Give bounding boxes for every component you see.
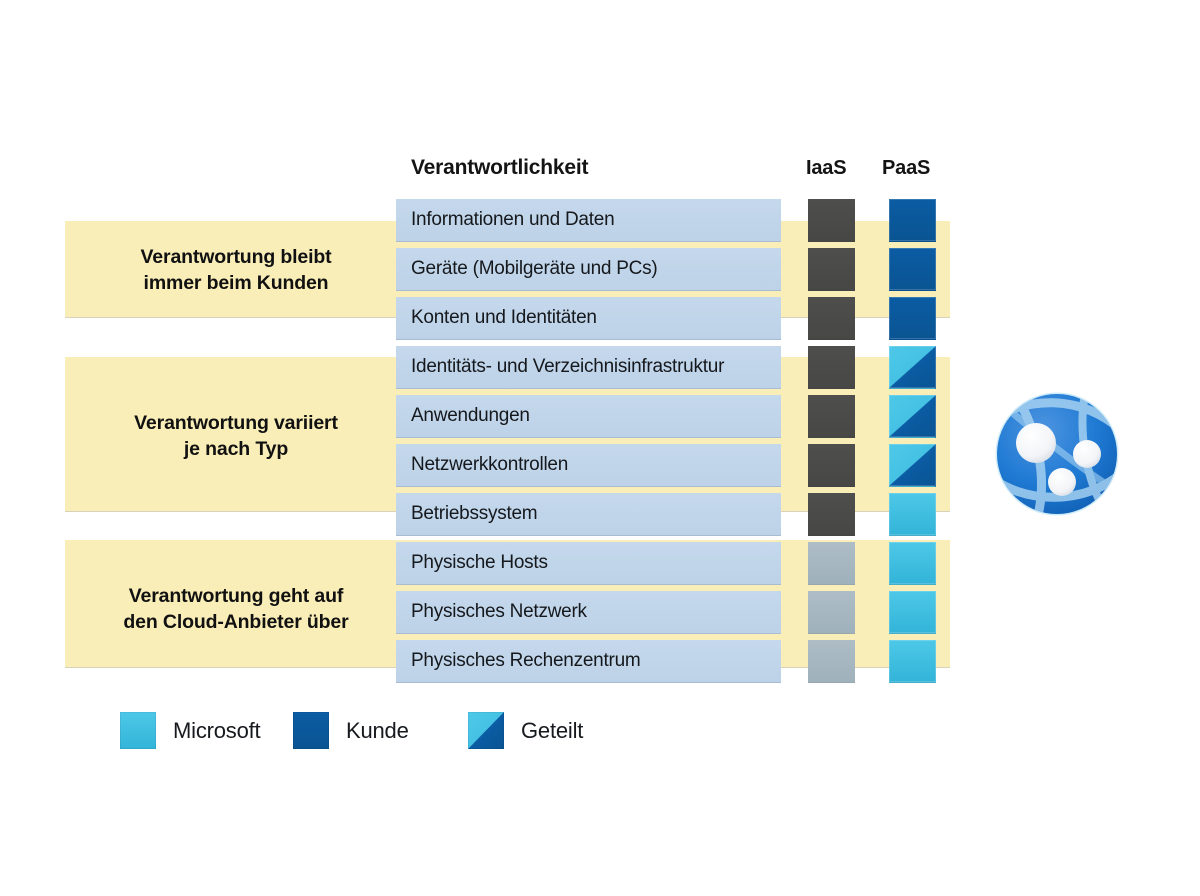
row-label: Konten und Identitäten — [411, 307, 597, 328]
legend-swatch-geteilt — [468, 712, 504, 749]
cell-iaas-row-5 — [808, 395, 855, 438]
row-label: Physisches Rechenzentrum — [411, 650, 641, 671]
legend-swatch-kunde — [293, 712, 329, 749]
legend-label-microsoft: Microsoft — [173, 717, 261, 743]
group-label-2-line1: Verantwortung variiert — [134, 412, 338, 434]
table-row: Physisches Netzwerk — [396, 591, 781, 634]
network-globe-icon — [995, 392, 1119, 516]
legend-item-geteilt: Geteilt — [468, 712, 583, 749]
cell-iaas-row-8 — [808, 542, 855, 585]
cell-iaas-row-9 — [808, 591, 855, 634]
group-label-3: Verantwortung geht auf den Cloud-Anbiete… — [66, 583, 406, 635]
table-row: Informationen und Daten — [396, 199, 781, 242]
row-label: Informationen und Daten — [411, 209, 615, 230]
row-label: Identitäts- und Verzeichnisinfrastruktur — [411, 356, 725, 377]
legend-label-geteilt: Geteilt — [521, 717, 584, 743]
cell-paas-row-5 — [889, 395, 936, 438]
cell-paas-row-9 — [889, 591, 936, 634]
column-header-iaas: IaaS — [806, 157, 847, 179]
cell-paas-row-2 — [889, 248, 936, 291]
group-label-1-line1: Verantwortung bleibt — [140, 246, 332, 268]
cell-paas-row-6 — [889, 444, 936, 487]
table-row: Physische Hosts — [396, 542, 781, 585]
legend-swatch-microsoft — [120, 712, 156, 749]
cell-iaas-row-10 — [808, 640, 855, 683]
table-row: Anwendungen — [396, 395, 781, 438]
cell-iaas-row-7 — [808, 493, 855, 536]
legend-label-kunde: Kunde — [346, 717, 409, 743]
cell-paas-row-8 — [889, 542, 936, 585]
cell-iaas-row-4 — [808, 346, 855, 389]
group-label-3-line2: den Cloud-Anbieter über — [123, 611, 349, 633]
group-label-1-line2: immer beim Kunden — [143, 272, 329, 294]
row-label: Geräte (Mobilgeräte und PCs) — [411, 258, 658, 279]
table-row: Konten und Identitäten — [396, 297, 781, 340]
table-row: Geräte (Mobilgeräte und PCs) — [396, 248, 781, 291]
group-label-2-line2: je nach Typ — [183, 438, 289, 460]
row-label: Anwendungen — [411, 405, 530, 426]
cell-paas-row-10 — [889, 640, 936, 683]
cell-paas-row-1 — [889, 199, 936, 242]
cell-paas-row-7 — [889, 493, 936, 536]
globe-nodes — [1016, 423, 1101, 496]
table-row: Physisches Rechenzentrum — [396, 640, 781, 683]
cell-iaas-row-1 — [808, 199, 855, 242]
group-label-2: Verantwortung variiert je nach Typ — [66, 410, 406, 462]
column-header-paas: PaaS — [882, 157, 931, 179]
column-header-responsibility: Verantwortlichkeit — [411, 156, 589, 179]
cell-paas-row-4 — [889, 346, 936, 389]
table-row: Betriebssystem — [396, 493, 781, 536]
cell-iaas-row-3 — [808, 297, 855, 340]
row-label: Betriebssystem — [411, 503, 538, 524]
table-row: Identitäts- und Verzeichnisinfrastruktur — [396, 346, 781, 389]
table-row: Netzwerkkontrollen — [396, 444, 781, 487]
row-label: Physisches Netzwerk — [411, 601, 587, 622]
row-label: Netzwerkkontrollen — [411, 454, 569, 475]
row-label: Physische Hosts — [411, 552, 548, 573]
group-label-3-line1: Verantwortung geht auf — [128, 585, 344, 607]
legend-item-kunde: Kunde — [293, 712, 409, 749]
cell-iaas-row-2 — [808, 248, 855, 291]
cell-paas-row-3 — [889, 297, 936, 340]
cell-iaas-row-6 — [808, 444, 855, 487]
group-label-1: Verantwortung bleibt immer beim Kunden — [66, 244, 406, 296]
legend-item-microsoft: Microsoft — [120, 712, 261, 749]
